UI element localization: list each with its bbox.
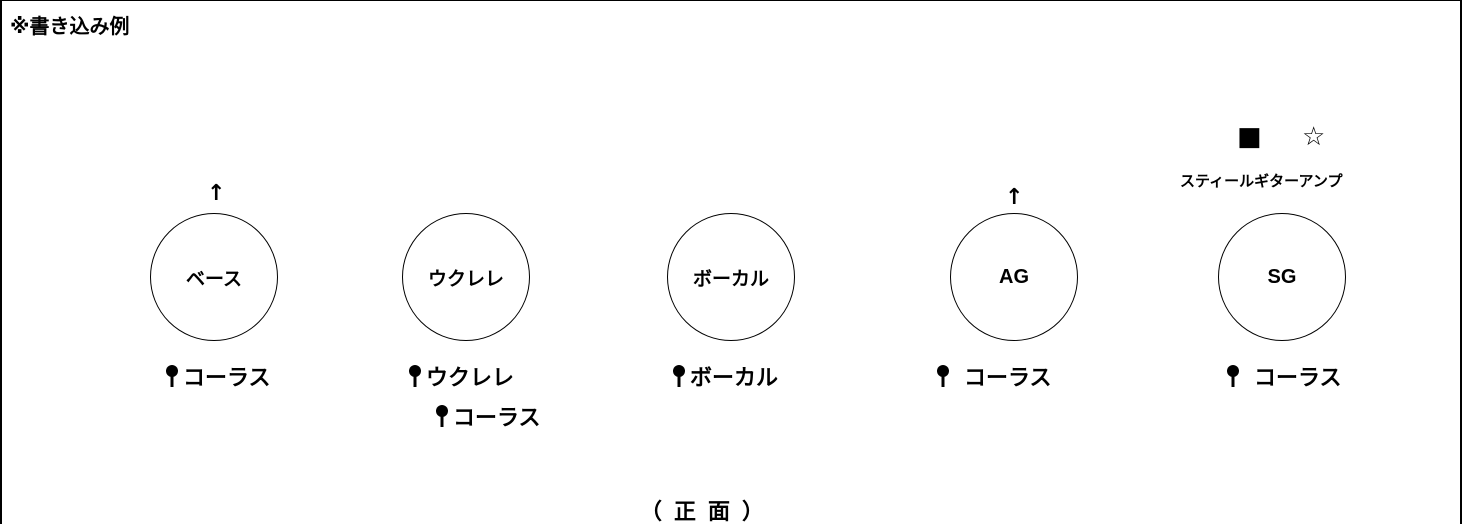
instrument-circle-ag: AG — [950, 213, 1078, 341]
instrument-label: ウクレレ — [427, 267, 504, 290]
mic-icon — [937, 365, 949, 387]
mic-item: ボーカル — [672, 360, 778, 392]
instrument-circle-bass: ベース — [150, 213, 278, 341]
mic-item: コーラス — [165, 360, 271, 392]
mic-label: ボーカル — [690, 366, 779, 391]
instrument-circle-sg: SG — [1218, 213, 1346, 341]
mic-label: コーラス — [1254, 366, 1342, 391]
mic-label: ウクレレ — [426, 366, 515, 391]
mic-item: コーラス — [1226, 360, 1342, 392]
mic-item: コーラス — [435, 400, 541, 432]
mic-item: ウクレレ — [408, 360, 514, 392]
mic-icon — [436, 405, 448, 427]
instrument-circle-vocal: ボーカル — [667, 213, 795, 341]
mic-label: コーラス — [453, 406, 541, 431]
instrument-circle-ukulele: ウクレレ — [402, 213, 530, 341]
instrument-label: ボーカル — [692, 267, 769, 290]
mic-label: コーラス — [964, 366, 1052, 391]
page-title: ※書き込み例 — [10, 14, 130, 38]
amp-label: スティールギターアンプ — [1180, 172, 1343, 190]
mic-icon — [673, 365, 685, 387]
instrument-label: SG — [1267, 265, 1297, 288]
mic-icon — [409, 365, 421, 387]
mic-icon — [1227, 365, 1239, 387]
up-arrow-icon: ↑ — [1005, 185, 1024, 210]
front-label: （正面） — [640, 500, 777, 525]
up-arrow-icon: ↑ — [207, 181, 226, 206]
mic-item: コーラス — [936, 360, 1052, 392]
mic-icon — [166, 365, 178, 387]
mic-label: コーラス — [183, 366, 271, 391]
star-icon: ☆ — [1302, 122, 1326, 152]
instrument-label: ベース — [185, 267, 243, 290]
square-symbol: ■ — [1237, 122, 1262, 152]
instrument-label: AG — [999, 265, 1029, 288]
